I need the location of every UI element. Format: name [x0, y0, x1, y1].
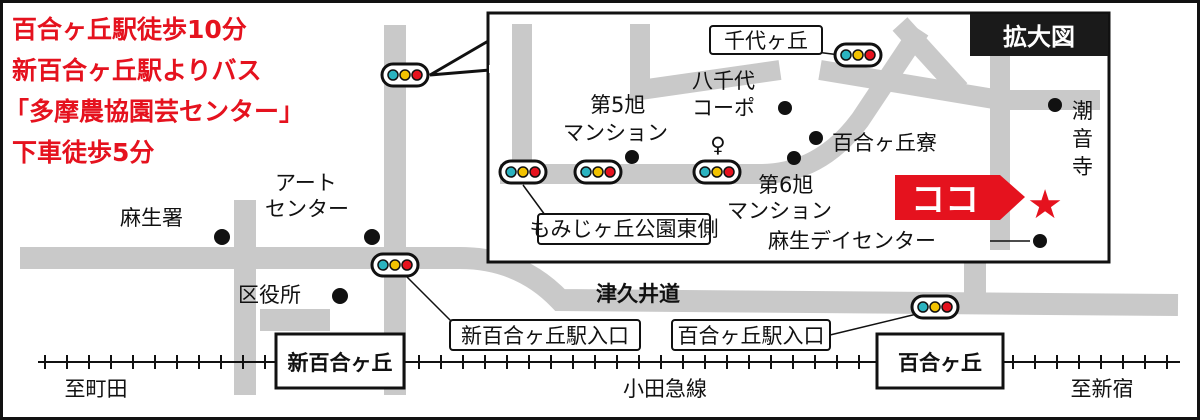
- inset-title: 拡大図: [1003, 23, 1075, 51]
- station-yurigaoka: 百合ヶ丘: [898, 351, 982, 375]
- asao-day-center-dot: [1033, 234, 1047, 248]
- momiji-label: もみじヶ丘公園東側: [530, 217, 719, 241]
- inset-title-bg: [970, 14, 1108, 56]
- art-center-dot: [364, 229, 380, 245]
- dai6-label-2: マンション: [727, 199, 832, 223]
- dai6-label-1: 第6旭: [758, 173, 813, 197]
- dai6-dot: [787, 151, 801, 165]
- inset-pointer: [429, 38, 491, 77]
- yachiyo-dot: [778, 101, 792, 115]
- traffic-light-icon: [692, 159, 742, 185]
- stop-shinyurigaoka-entrance: 新百合ヶ丘駅入口: [461, 324, 629, 348]
- yurigaoka-dorm-label: 百合ヶ丘寮: [832, 131, 937, 155]
- to-machida: 至町田: [65, 377, 128, 401]
- destination-star-icon: ★: [1027, 182, 1063, 228]
- bus-stop-icon: ♀: [710, 133, 725, 157]
- directions-line-4: 下車徒歩5分: [12, 138, 154, 167]
- tsukui-road-label: 津久井道: [596, 282, 680, 306]
- chiyogaoka-label: 千代ヶ丘: [724, 29, 808, 53]
- here-label: ココ: [911, 180, 979, 220]
- dorm-dot: [809, 131, 823, 145]
- to-shinjuku: 至新宿: [1071, 377, 1134, 401]
- choonji-label-1: 潮: [1072, 99, 1093, 123]
- choonji-dot: [1048, 98, 1062, 112]
- art-center-label-1: アート: [275, 171, 337, 195]
- art-center-label-2: センター: [265, 197, 349, 221]
- station-shinyurigaoka: 新百合ヶ丘: [288, 351, 393, 375]
- asao-day-center-label: 麻生デイセンター: [768, 229, 936, 253]
- stop-box-yurigaoka: [671, 319, 831, 351]
- dai5-dot: [625, 150, 639, 164]
- traffic-light-icon: [910, 294, 960, 320]
- inset-roads: [500, 17, 1100, 250]
- railway-line: [38, 355, 1180, 369]
- stop-box-shinyurigaoka: [449, 319, 641, 351]
- directions-line-3: 「多摩農協園芸センター」: [4, 97, 304, 126]
- dai5-label-1: 第5旭: [590, 93, 645, 117]
- stop-yurigaoka-entrance: 百合ヶ丘駅入口: [678, 324, 825, 348]
- here-marker: [895, 175, 1025, 220]
- asao-police-label: 麻生署: [120, 206, 183, 230]
- directions-line-1: 百合ヶ丘駅徒歩10分: [12, 15, 247, 44]
- traffic-light-icon: [380, 62, 430, 88]
- station-box-shinyurigaoka: [274, 332, 406, 390]
- traffic-light-icon: [498, 159, 548, 185]
- odakyu-line-label: 小田急線: [623, 377, 707, 401]
- yachiyo-label-2: コーポ: [692, 96, 755, 120]
- station-box-yurigaoka: [875, 332, 1005, 390]
- traffic-light-icon: [573, 159, 623, 185]
- ward-office-dot: [332, 288, 348, 304]
- tsukui-road: [20, 247, 1179, 316]
- ward-office-label: 区役所: [238, 283, 301, 307]
- yachiyo-label-1: 八千代: [692, 69, 755, 93]
- dai5-label-2: マンション: [563, 121, 668, 145]
- traffic-light-icon: [833, 42, 883, 68]
- asao-police-dot: [214, 229, 230, 245]
- choonji-label-2: 音: [1072, 127, 1093, 151]
- traffic-light-icon: [370, 252, 420, 278]
- choonji-label-3: 寺: [1072, 155, 1093, 179]
- directions-line-2: 新百合ヶ丘駅よりバス: [12, 56, 262, 85]
